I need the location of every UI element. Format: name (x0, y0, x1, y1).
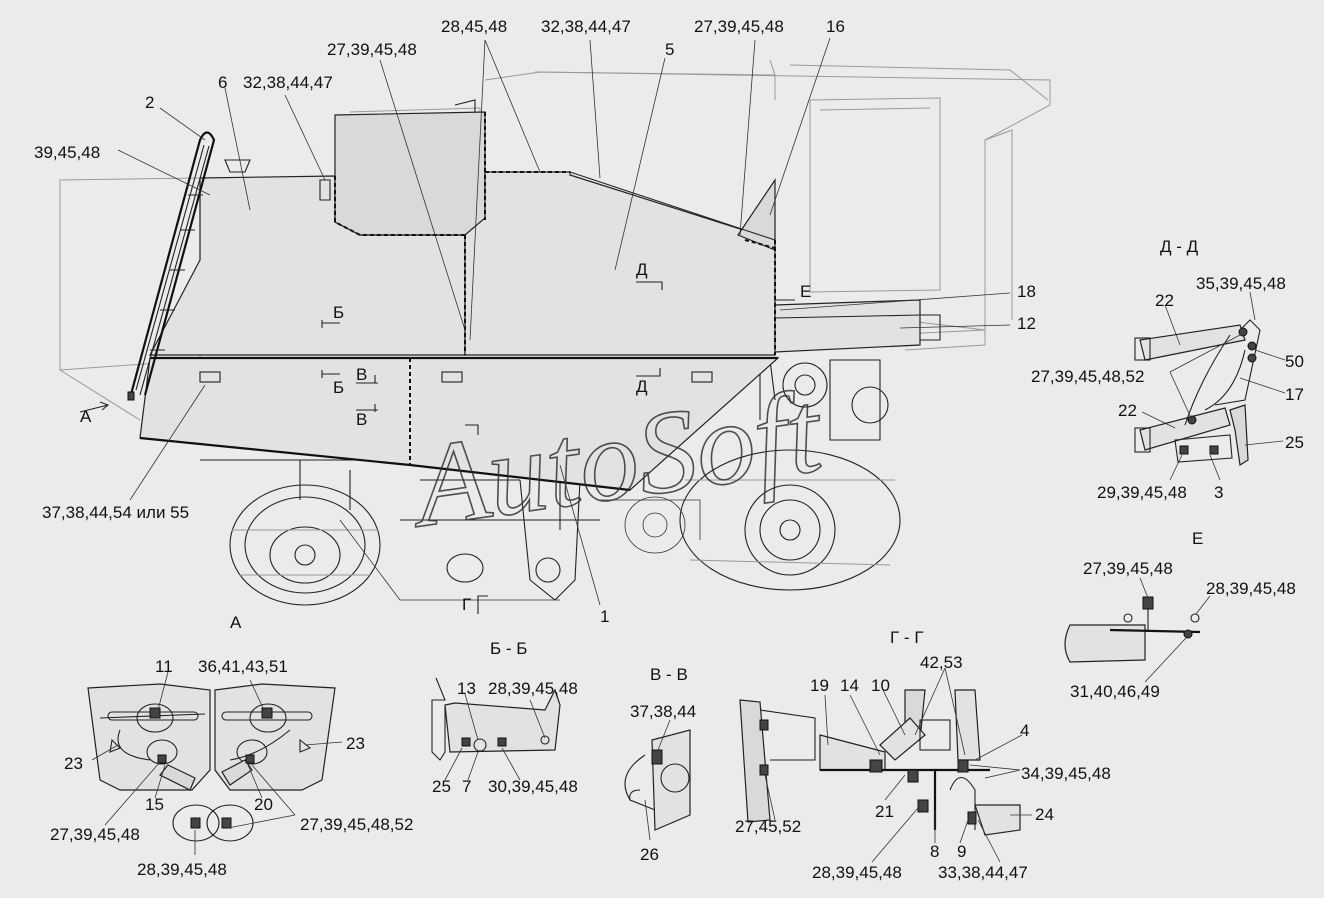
view-dd-label-22-top: 22 (1155, 291, 1174, 310)
view-gg-label-34-39: 34,39,45,48 (1021, 764, 1111, 783)
view-gg-label-33-38: 33,38,44,47 (938, 863, 1028, 882)
view-bb-label-7: 7 (462, 777, 471, 796)
main-callouts: 2 39,45,48 6 32,38,44,47 27,39,45,48 28,… (34, 17, 1036, 626)
callout-12: 12 (1017, 314, 1036, 333)
panel-12-18 (774, 299, 941, 353)
rear-wheel (229, 484, 381, 606)
view-gg-label-10: 10 (871, 676, 890, 695)
view-vv-title: В - В (650, 665, 688, 684)
view-gg-label-42-53: 42,53 (920, 653, 963, 672)
view-a-label-27-39: 27,39,45,48 (50, 825, 140, 844)
view-e-label-31-40: 31,40,46,49 (1070, 682, 1160, 701)
view-a-label-27-39-52: 27,39,45,48,52 (300, 815, 413, 834)
view-a-title: А (230, 613, 242, 632)
view-gg-label-4: 4 (1020, 721, 1029, 740)
dashed-seams (334, 112, 776, 355)
view-dd-label-3: 3 (1214, 483, 1223, 502)
view-gg-label-9: 9 (957, 842, 966, 861)
panel-5 (464, 171, 776, 356)
marker-b-bottom: Б (333, 378, 344, 397)
callout-32-38-44-47-left: 32,38,44,47 (243, 73, 333, 92)
marker-v-top: В (356, 365, 367, 384)
ladder (127, 131, 216, 401)
view-e-label-28-39: 28,39,45,48 (1206, 579, 1296, 598)
marker-e: Е (800, 282, 811, 301)
combine-ghost-outline (59, 59, 1051, 421)
view-gg-label-19: 19 (810, 676, 829, 695)
view-gg-label-14: 14 (840, 676, 859, 695)
callout-27-39-45-48-left: 27,39,45,48 (327, 40, 417, 59)
marker-d-top: Д (636, 260, 648, 279)
view-gg-label-21: 21 (875, 802, 894, 821)
view-a-label-20: 20 (254, 795, 273, 814)
view-vv: В - В 37,38,44 26 (624, 665, 696, 864)
view-dd-label-29-39: 29,39,45,48 (1097, 483, 1187, 502)
view-dd-label-22-bottom: 22 (1118, 401, 1137, 420)
view-gg-label-28-39: 28,39,45,48 (812, 863, 902, 882)
view-dd-label-27-39-52: 27,39,45,48,52 (1031, 367, 1144, 386)
view-dd-label-17: 17 (1285, 385, 1304, 404)
callout-2: 2 (145, 93, 154, 112)
view-gg-label-8: 8 (930, 842, 939, 861)
leader-lines (117, 37, 1011, 606)
view-e-title: Е (1192, 529, 1203, 548)
view-gg-title: Г - Г (890, 628, 924, 647)
callout-37-38-44-54-55: 37,38,44,54 или 55 (42, 503, 189, 522)
view-gg-label-27-45-52: 27,45,52 (735, 817, 801, 836)
hopper-box (334, 111, 486, 236)
callout-1: 1 (600, 607, 609, 626)
callout-27-39-45-48-right: 27,39,45,48 (694, 17, 784, 36)
marker-v-bottom: В (356, 410, 367, 429)
chassis (200, 359, 889, 601)
view-e-label-27-39: 27,39,45,48 (1083, 559, 1173, 578)
view-bb-label-13: 13 (457, 679, 476, 698)
view-vv-label-37-38-44: 37,38,44 (630, 702, 696, 721)
view-bb-label-30-39: 30,39,45,48 (488, 777, 578, 796)
view-dd-label-35-39: 35,39,45,48 (1196, 274, 1286, 293)
callout-18: 18 (1017, 282, 1036, 301)
marker-g: Г (462, 595, 471, 614)
callout-39-45-48: 39,45,48 (34, 143, 100, 162)
marker-d-bottom: Д (636, 377, 648, 396)
view-a-label-36: 36,41,43,51 (198, 657, 288, 676)
front-wheel (624, 449, 901, 591)
callout-28-45-48: 28,45,48 (441, 17, 507, 36)
top-fittings (224, 99, 476, 201)
callout-6: 6 (218, 73, 227, 92)
panel-1 (139, 356, 780, 492)
view-a-label-15: 15 (145, 795, 164, 814)
view-dd: Д - Д 22 35,39,45,48 50 27,39 (1031, 237, 1304, 502)
section-markers: Б Б В В Д Д Е А Г (79, 260, 811, 614)
callout-16: 16 (826, 17, 845, 36)
panel-16 (737, 178, 776, 251)
callout-5: 5 (665, 40, 674, 59)
view-a-label-23-right: 23 (346, 734, 365, 753)
view-bb-title: Б - Б (490, 639, 527, 658)
view-a: А (50, 613, 413, 879)
view-vv-label-26: 26 (640, 845, 659, 864)
view-gg-label-24: 24 (1035, 805, 1054, 824)
view-dd-title: Д - Д (1160, 237, 1199, 256)
view-bb-label-28-39: 28,39,45,48 (488, 679, 578, 698)
view-a-label-23-left: 23 (64, 754, 83, 773)
view-e: Е 27,39,45,48 28,39,45,48 31,40,46,49 (1064, 529, 1296, 701)
view-bb-label-25: 25 (432, 777, 451, 796)
view-a-label-11: 11 (155, 657, 173, 676)
view-gg: Г - Г (735, 628, 1111, 882)
view-bb: Б - Б 13 28,39,45,48 25 7 30,39,45,48 (431, 639, 578, 796)
callout-32-38-44-47-top: 32,38,44,47 (541, 17, 631, 36)
marker-b-top: Б (333, 303, 344, 322)
view-dd-label-50: 50 (1285, 352, 1304, 371)
view-a-label-28-39: 28,39,45,48 (137, 860, 227, 879)
view-dd-label-25: 25 (1285, 433, 1304, 452)
